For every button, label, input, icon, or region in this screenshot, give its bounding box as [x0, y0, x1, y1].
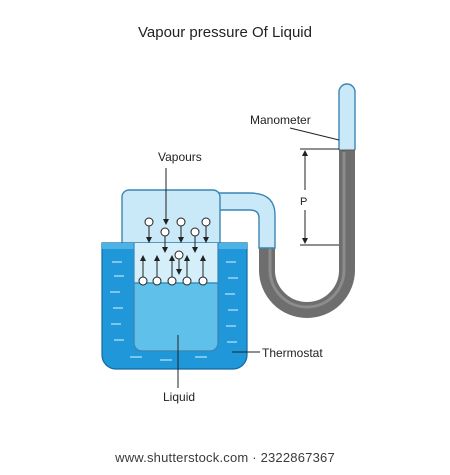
leader-lines — [177, 127, 340, 388]
manometer-label: Manometer — [250, 113, 311, 127]
bath-water-ripples — [110, 261, 238, 361]
manometer-mercury — [259, 150, 355, 318]
vapour-molecules — [138, 168, 211, 286]
liquid-label: Liquid — [163, 390, 196, 404]
stock-watermark: www.shutterstock.com · 2322867367 — [0, 446, 450, 470]
pressure-label: P — [300, 196, 308, 208]
vapours-label: Vapours — [158, 150, 202, 164]
manometer-tube — [338, 83, 356, 151]
connecting-tube — [217, 192, 276, 249]
diagram-title: Vapour pressure Of Liquid — [138, 24, 312, 41]
pressure-indicator — [300, 148, 339, 246]
thermostat-label: Thermostat — [262, 346, 323, 360]
inner-flask — [133, 243, 219, 352]
